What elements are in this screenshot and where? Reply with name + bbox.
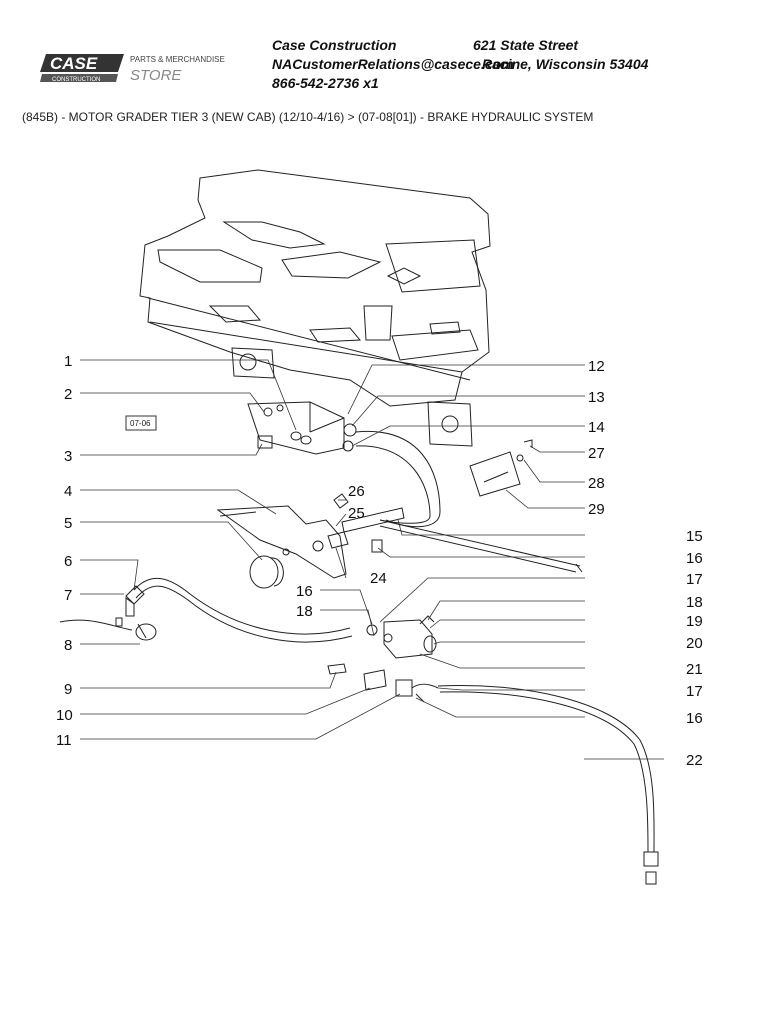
bracket-fittings (312, 493, 405, 553)
callout-16-a[interactable]: 16 (686, 550, 703, 567)
leader-lines (80, 359, 664, 760)
callout-14[interactable]: 14 (588, 419, 605, 436)
callout-6[interactable]: 6 (64, 553, 72, 570)
case-store-logo: CASE CONSTRUCTION PARTS & MERCHANDISE ST… (38, 52, 258, 86)
callout-27[interactable]: 27 (588, 445, 605, 462)
clip-plate (469, 439, 533, 497)
callout-1[interactable]: 1 (64, 353, 72, 370)
callout-5[interactable]: 5 (64, 515, 72, 532)
company-address: 621 State Street Racine, Wisconsin 53404 (473, 36, 648, 74)
callout-20[interactable]: 20 (686, 635, 703, 652)
callout-28[interactable]: 28 (588, 475, 605, 492)
company-contact: Case Construction NACustomerRelations@ca… (272, 36, 514, 93)
case-logo: CASE CONSTRUCTION (40, 54, 124, 83)
callout-13[interactable]: 13 (588, 389, 605, 406)
case-logo-subtext: CONSTRUCTION (52, 77, 100, 83)
callout-29[interactable]: 29 (588, 501, 605, 518)
callout-19[interactable]: 19 (686, 613, 703, 630)
callout-11[interactable]: 11 (56, 732, 72, 749)
lower-brake-valve (366, 615, 437, 659)
store-label-line2: STORE (130, 67, 182, 84)
callout-17-a[interactable]: 17 (686, 571, 703, 588)
callout-18-b[interactable]: 18 (296, 603, 313, 620)
company-email[interactable]: NACustomerRelations@casece.com (272, 56, 514, 72)
lower-fittings (327, 663, 439, 703)
store-label-line1: PARTS & MERCHANDISE (130, 55, 225, 64)
case-logo-text: CASE (50, 54, 98, 73)
reference-box-label: 07-06 (130, 419, 151, 428)
callout-16-c[interactable]: 16 (296, 583, 313, 600)
callouts-right: 12 13 14 27 28 29 15 16 17 18 19 20 21 1… (588, 358, 703, 769)
cab-floor-plate (139, 169, 491, 447)
brake-hoses (355, 430, 583, 573)
callouts-left: 1 2 3 4 5 6 7 8 9 10 11 (56, 353, 73, 749)
callout-25[interactable]: 25 (348, 505, 365, 522)
callout-2[interactable]: 2 (64, 386, 72, 403)
callout-9[interactable]: 9 (64, 681, 72, 698)
company-name: Case Construction (272, 37, 397, 53)
callout-12[interactable]: 12 (588, 358, 605, 375)
company-street: 621 State Street (473, 37, 579, 53)
accumulator (249, 555, 284, 589)
brake-line (437, 684, 659, 885)
bracket (216, 505, 347, 579)
callout-18[interactable]: 18 (686, 594, 703, 611)
callout-17-b[interactable]: 17 (686, 683, 703, 700)
callout-3[interactable]: 3 (64, 448, 72, 465)
reference-box[interactable]: 07-06 (125, 415, 157, 431)
company-phone: 866-542-2736 x1 (272, 75, 379, 91)
callout-7[interactable]: 7 (64, 587, 72, 604)
company-city: Racine, Wisconsin 53404 (482, 56, 649, 72)
callout-15[interactable]: 15 (686, 528, 703, 545)
callout-24[interactable]: 24 (370, 570, 387, 587)
callout-8[interactable]: 8 (64, 637, 72, 654)
callout-21[interactable]: 21 (686, 661, 703, 678)
callouts-inner: 26 25 24 16 18 (296, 483, 387, 620)
callout-26[interactable]: 26 (348, 483, 365, 500)
pressure-switch (59, 597, 157, 641)
breadcrumb[interactable]: (845B) - MOTOR GRADER TIER 3 (NEW CAB) (… (22, 110, 594, 124)
callout-16-b[interactable]: 16 (686, 710, 703, 727)
callout-4[interactable]: 4 (64, 483, 72, 500)
callout-22[interactable]: 22 (686, 752, 703, 769)
lower-hose (125, 577, 353, 643)
callout-10[interactable]: 10 (56, 707, 73, 724)
brake-valve-block (247, 401, 357, 455)
